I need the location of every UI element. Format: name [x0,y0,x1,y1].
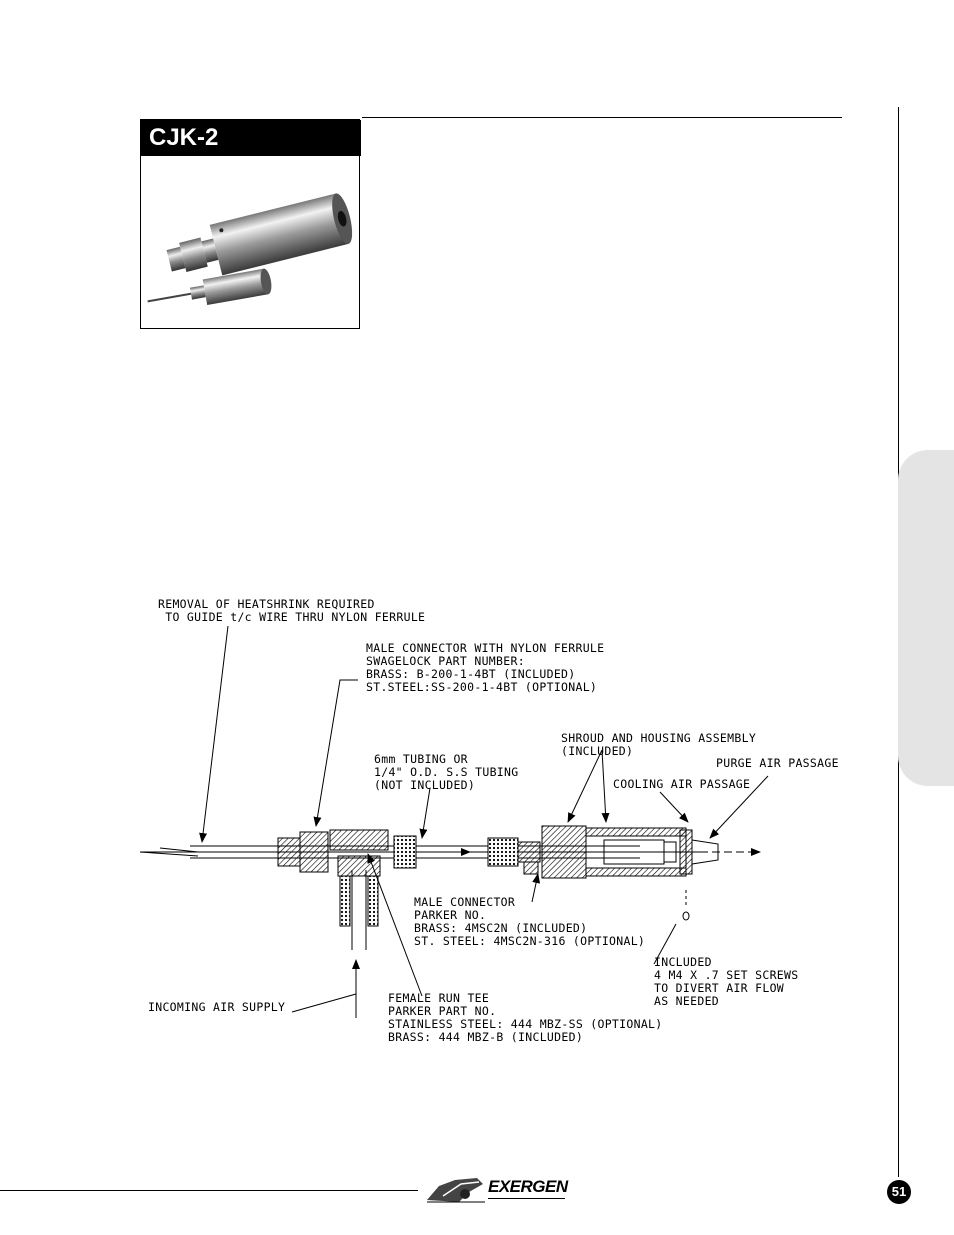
product-title-bar: CJK-2 [141,120,361,156]
label-cooling-air: COOLING AIR PASSAGE [613,777,751,791]
label-female-tee: FEMALE RUN TEE PARKER PART NO. STAINLESS… [388,991,663,1044]
product-box: CJK-2 [140,119,361,329]
label-male-connector-nylon: MALE CONNECTOR WITH NYLON FERRULE SWAGEL… [366,641,605,694]
label-male-connector-parker: MALE CONNECTOR PARKER NO. BRASS: 4MSC2N … [414,895,646,948]
product-photo [147,193,353,306]
footer-rule [0,1190,418,1191]
label-purge-air: PURGE AIR PASSAGE [716,756,839,770]
section-tab[interactable] [898,450,954,786]
installation-diagram: REMOVAL OF HEATSHRINK REQUIRED TO GUIDE … [139,590,860,1050]
label-incoming-air: INCOMING AIR SUPPLY [148,1000,286,1014]
brand-underline [488,1198,565,1199]
label-tubing: 6mm TUBING OR 1/4" O.D. S.S TUBING (NOT … [374,752,519,792]
diagram-drawing [139,625,769,1018]
product-title: CJK-2 [149,124,219,151]
brand-name: EXERGEN [488,1177,568,1196]
page-number: 51 [887,1180,911,1204]
label-set-screws: INCLUDED 4 M4 X .7 SET SCREWS TO DIVERT … [654,955,799,1008]
label-shroud-housing: SHROUD AND HOUSING ASSEMBLY (INCLUDED) [561,731,757,758]
top-rule [362,117,842,118]
label-heatshrink: REMOVAL OF HEATSHRINK REQUIRED TO GUIDE … [158,597,426,624]
exergen-logo-icon [427,1178,485,1203]
